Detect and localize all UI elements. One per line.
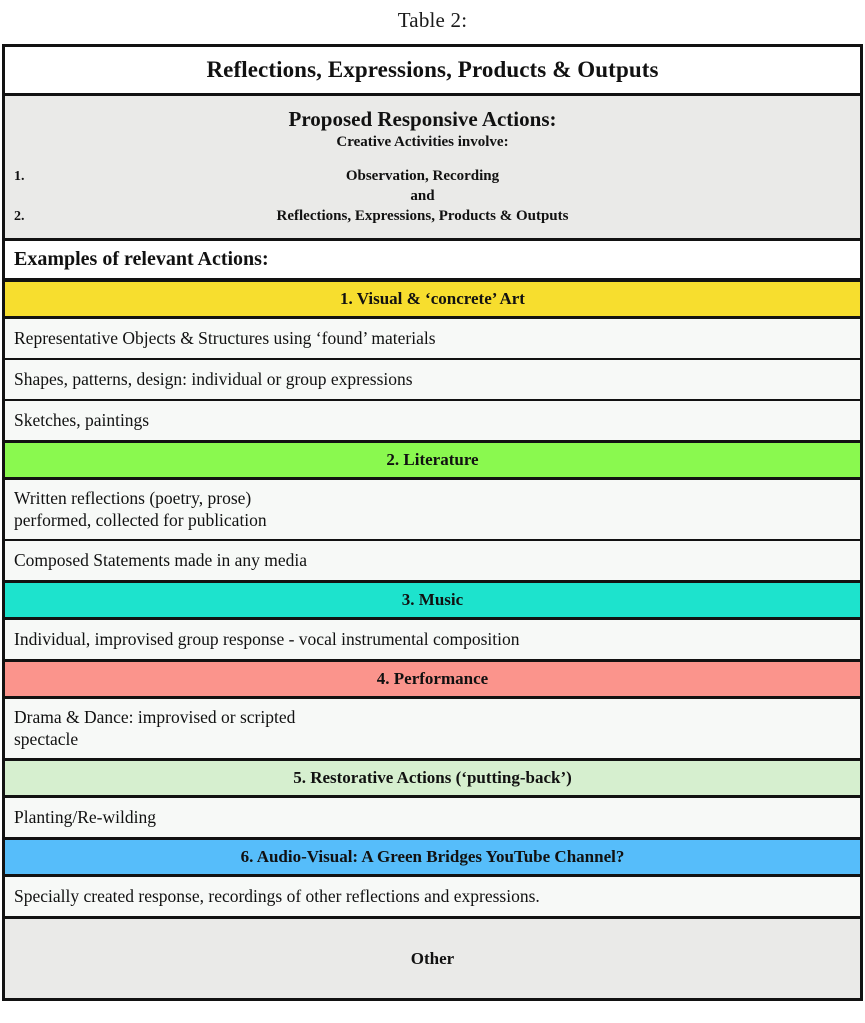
item-text-line-1: Written reflections (poetry, prose) — [14, 488, 252, 508]
proposed-actions-list: 1. Observation, Recording and 2. Reflect… — [5, 166, 860, 227]
proposed-actions-item-2-number: 2. — [14, 209, 25, 224]
proposed-actions-row: Proposed Responsive Actions: Creative Ac… — [5, 96, 860, 241]
section-header-performance: 4. Performance — [5, 661, 860, 699]
item-text: Composed Statements made in any media — [14, 550, 308, 570]
item-text: Sketches, paintings — [14, 410, 150, 430]
examples-header-row: Examples of relevant Actions: — [5, 241, 860, 281]
table-caption: Table 2: — [397, 8, 468, 32]
section-label: 3. Music — [401, 590, 464, 609]
proposed-actions-item-1-text: Observation, Recording — [345, 168, 500, 184]
proposed-actions-item-2: 2. Reflections, Expressions, Products & … — [5, 206, 860, 227]
item-text: Representative Objects & Structures usin… — [14, 328, 436, 348]
table-row: Shapes, patterns, design: individual or … — [5, 360, 860, 401]
item-text: Specially created response, recordings o… — [14, 886, 540, 906]
table-row: Individual, improvised group response - … — [5, 620, 860, 661]
section-header-visual-art: 1. Visual & ‘concrete’ Art — [5, 281, 860, 319]
item-text-line-1: Drama & Dance: improvised or scripted — [14, 707, 296, 727]
table-row: Representative Objects & Structures usin… — [5, 319, 860, 360]
item-text: Individual, improvised group response - … — [14, 629, 520, 649]
proposed-actions-conjunction: and — [410, 188, 435, 204]
table-row: Written reflections (poetry, prose) perf… — [5, 480, 860, 541]
table-title: Reflections, Expressions, Products & Out… — [206, 57, 659, 82]
table-title-row: Reflections, Expressions, Products & Out… — [5, 47, 860, 96]
item-text: Planting/Re-wilding — [14, 807, 156, 827]
section-header-music: 3. Music — [5, 582, 860, 620]
section-label: 1. Visual & ‘concrete’ Art — [340, 289, 525, 308]
item-text-line-2: performed, collected for publication — [14, 510, 267, 530]
data-table: Reflections, Expressions, Products & Out… — [2, 44, 863, 1001]
item-text: Shapes, patterns, design: individual or … — [14, 369, 413, 389]
table-row: Composed Statements made in any media — [5, 541, 860, 582]
section-label: 4. Performance — [376, 669, 489, 688]
proposed-actions-heading: Proposed Responsive Actions: — [288, 107, 557, 131]
section-label: 6. Audio-Visual: A Green Bridges YouTube… — [240, 847, 625, 866]
item-text-line-2: spectacle — [14, 729, 79, 749]
proposed-actions-subheading: Creative Activities involve: — [336, 134, 509, 150]
proposed-actions-item-1: 1. Observation, Recording — [5, 166, 860, 187]
section-label: 2. Literature — [386, 450, 479, 469]
section-header-audio-visual: 6. Audio-Visual: A Green Bridges YouTube… — [5, 839, 860, 877]
section-label: 5. Restorative Actions (‘putting-back’) — [293, 768, 572, 787]
proposed-actions-item-2-text: Reflections, Expressions, Products & Out… — [276, 208, 569, 224]
examples-header-label: Examples of relevant Actions: — [14, 248, 269, 270]
section-header-literature: 2. Literature — [5, 442, 860, 480]
other-row: Other — [5, 918, 860, 998]
table-row: Specially created response, recordings o… — [5, 877, 860, 918]
table-row: Drama & Dance: improvised or scripted sp… — [5, 699, 860, 760]
section-header-restorative-actions: 5. Restorative Actions (‘putting-back’) — [5, 760, 860, 798]
table-row: Planting/Re-wilding — [5, 798, 860, 839]
other-label: Other — [410, 948, 455, 968]
proposed-actions-item-1-number: 1. — [14, 169, 25, 184]
table-row: Sketches, paintings — [5, 401, 860, 442]
